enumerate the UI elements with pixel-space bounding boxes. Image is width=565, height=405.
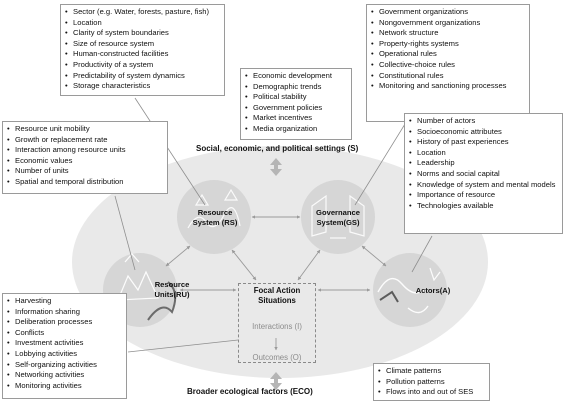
actor-attribute-item: Knowledge of system and mental models — [409, 180, 559, 191]
action-situation-item: Deliberation processes — [7, 317, 123, 328]
arrow-gs-focal — [297, 249, 321, 281]
resource-unit-attribute-item: Economic values — [7, 156, 164, 167]
interactions-label: Interactions (I) — [252, 322, 302, 331]
action-situation-item: Self-organizing activities — [7, 360, 123, 371]
action-situation-item: Networking activities — [7, 370, 123, 381]
resource-units-attributes: Resource unit mobilityGrowth or replacem… — [2, 121, 168, 194]
action-situation-item: Lobbying activities — [7, 349, 123, 360]
social-setting-attribute-item: Market incentives — [245, 113, 348, 124]
resource-system-attribute-item: Location — [65, 18, 221, 29]
governance-system-attribute-item: Constitutional rules — [371, 71, 526, 82]
resource-system-illustration — [187, 188, 241, 229]
governance-system-label: Governance System(GS) — [316, 208, 360, 227]
arrow-settings — [270, 158, 282, 176]
resource-system-attributes: Sector (e.g. Water, forests, pasture, fi… — [60, 4, 225, 96]
governance-system-attribute-item: Collective-choice rules — [371, 60, 526, 71]
leader-actors — [411, 235, 433, 273]
actors-attributes: Number of actorsSocioeconomic attributes… — [404, 113, 563, 234]
actor-attribute-item: Socioeconomic attributes — [409, 127, 559, 138]
resource-system-attribute-item: Sector (e.g. Water, forests, pasture, fi… — [65, 7, 221, 18]
ecological-factor-item: Flows into and out of SES — [378, 387, 486, 398]
social-setting-attribute-item: Media organization — [245, 124, 348, 135]
resource-unit-attribute-item: Interaction among resource units — [7, 145, 164, 156]
actor-attribute-item: Technologies available — [409, 201, 559, 212]
governance-system-attribute-item: Government organizations — [371, 7, 526, 18]
arrow-rs-focal — [231, 249, 257, 281]
focal-action-situations[interactable]: Focal Action Situations Interactions (I)… — [238, 283, 316, 363]
governance-system-attribute-item: Nongovernment organizations — [371, 18, 526, 29]
actor-attribute-item: Number of actors — [409, 116, 559, 127]
ecological-factor-item: Pollution patterns — [378, 377, 486, 388]
arrow-rs-ru — [165, 245, 191, 267]
actor-attribute-item: Norms and social capital — [409, 169, 559, 180]
resource-system-attribute-item: Clarity of system boundaries — [65, 28, 221, 39]
governance-system-attribute-item: Monitoring and sanctioning processes — [371, 81, 526, 92]
governance-system-node[interactable] — [301, 180, 375, 254]
leader-ru — [114, 195, 136, 271]
resource-unit-attribute-item: Spatial and temporal distribution — [7, 177, 164, 188]
outcomes-label: Outcomes (O) — [252, 353, 302, 362]
governance-system-attribute-item: Operational rules — [371, 49, 526, 60]
actor-attribute-item: Location — [409, 148, 559, 159]
arrow-gs-actors — [361, 245, 387, 267]
actors-illustration — [377, 267, 441, 314]
leader-rs — [134, 97, 206, 206]
resource-units-illustration — [117, 253, 177, 321]
governance-system-attribute-item: Network structure — [371, 28, 526, 39]
social-setting-attribute-item: Political stability — [245, 92, 348, 103]
resource-system-label: Resource System (RS) — [192, 208, 238, 227]
resource-unit-attribute-item: Resource unit mobility — [7, 124, 164, 135]
resource-system-attribute-item: Human-constructed facilities — [65, 49, 221, 60]
social-setting-attribute-item: Government policies — [245, 103, 348, 114]
ecological-factor-item: Climate patterns — [378, 366, 486, 377]
focal-action-title: Focal Action Situations — [253, 286, 301, 305]
action-situation-item: Investment activities — [7, 338, 123, 349]
ecological-factors-label: Broader ecological factors (ECO) — [187, 387, 313, 396]
social-settings-label: Social, economic, and political settings… — [196, 144, 359, 153]
social-settings-attributes: Economic developmentDemographic trendsPo… — [240, 68, 352, 140]
leader-focal — [127, 339, 239, 353]
action-situation-item: Monitoring activities — [7, 381, 123, 392]
resource-unit-attribute-item: Growth or replacement rate — [7, 135, 164, 146]
governance-system-attribute-item: Property-rights systems — [371, 39, 526, 50]
resource-system-attribute-item: Storage characteristics — [65, 81, 221, 92]
action-situations-list: HarvestingInformation sharingDeliberatio… — [2, 293, 127, 399]
actors-node[interactable] — [373, 253, 447, 327]
action-situation-item: Harvesting — [7, 296, 123, 307]
resource-unit-attribute-item: Number of units — [7, 166, 164, 177]
resource-system-attribute-item: Productivity of a system — [65, 60, 221, 71]
resource-system-node[interactable] — [177, 180, 251, 254]
actor-attribute-item: Leadership — [409, 158, 559, 169]
actor-attribute-item: Importance of resource — [409, 190, 559, 201]
social-setting-attribute-item: Demographic trends — [245, 82, 348, 93]
action-situation-item: Conflicts — [7, 328, 123, 339]
governance-system-attributes: Government organizationsNongovernment or… — [366, 4, 530, 122]
governance-system-illustration — [311, 194, 365, 239]
arrow-ecological — [270, 372, 282, 390]
action-situation-item: Information sharing — [7, 307, 123, 318]
actors-label: Actors(A) — [415, 286, 451, 295]
leader-gs — [354, 123, 406, 206]
resource-system-attribute-item: Predictability of system dynamics — [65, 71, 221, 82]
actor-attribute-item: History of past experiences — [409, 137, 559, 148]
resource-system-attribute-item: Size of resource system — [65, 39, 221, 50]
resource-units-label: Resource Units(RU) — [154, 280, 190, 299]
ses-ellipse — [72, 146, 488, 378]
social-setting-attribute-item: Economic development — [245, 71, 348, 82]
ecological-factors-attributes: Climate patternsPollution patternsFlows … — [373, 363, 490, 401]
